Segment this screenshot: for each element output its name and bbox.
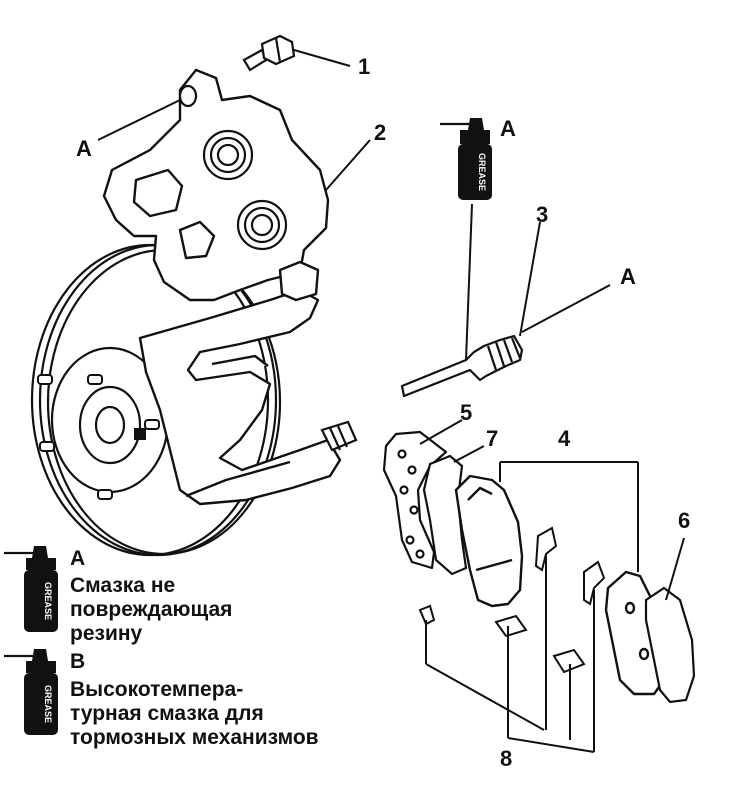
legend-a-letter: A — [70, 547, 85, 570]
callout-1: 1 — [358, 54, 370, 79]
legend-b-line-2: турная смазка для — [70, 702, 264, 725]
caliper-pistons — [202, 129, 288, 251]
bracket-pin — [320, 420, 358, 452]
callout-3: 3 — [536, 202, 548, 227]
callout-5: 5 — [460, 400, 472, 425]
legend-b: GREASE B Высокотемпера- турная смазка дл… — [4, 649, 319, 749]
anti-squeal-shim-outer — [644, 586, 696, 704]
label-a-pin: A — [620, 264, 636, 289]
legend-a-can-label: GREASE — [43, 582, 53, 620]
pad-shim-inner — [382, 430, 448, 570]
wear-indicator-clips — [418, 526, 606, 674]
callout-6: 6 — [678, 508, 690, 533]
grease-can-a-label: GREASE — [477, 153, 487, 191]
callout-8: 8 — [500, 746, 512, 771]
label-a-caliper: A — [76, 136, 92, 161]
callout-4: 4 — [558, 426, 571, 451]
legend-a: GREASE A Смазка не повреждающая резину — [4, 546, 232, 645]
hub-marker — [134, 428, 146, 440]
label-a-can: A — [500, 116, 516, 141]
legend-b-letter: B — [70, 650, 85, 673]
legend-b-can-label: GREASE — [43, 685, 53, 723]
leader-lines — [97, 49, 685, 753]
legend-b-line-3: тормозных механизмов — [70, 726, 319, 749]
callout-7: 7 — [486, 426, 498, 451]
legend-a-line-3: резину — [70, 622, 143, 645]
guide-pin — [400, 334, 524, 398]
caliper-bolt — [242, 34, 296, 72]
grease-can-a: GREASE — [440, 118, 492, 200]
caliper-body — [102, 68, 330, 302]
anti-squeal-shim-inner — [422, 454, 468, 576]
brake-pad-inner — [454, 474, 524, 608]
legend-a-line-1: Смазка не — [70, 574, 175, 597]
wheel-studs — [37, 374, 160, 500]
legend-b-line-1: Высокотемпера- — [70, 678, 243, 701]
legend-a-line-2: повреждающая — [70, 598, 232, 621]
caliper-bracket — [138, 288, 342, 506]
callout-2: 2 — [374, 120, 386, 145]
caliper-bolt-hole — [178, 84, 198, 108]
